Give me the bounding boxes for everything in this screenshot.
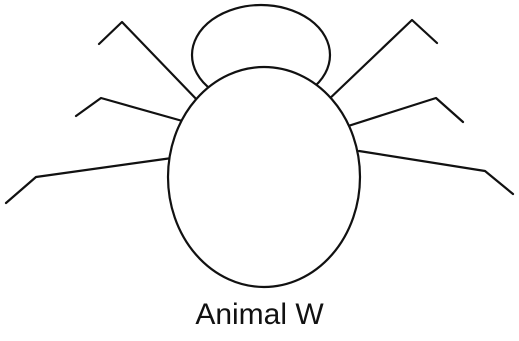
leg-left-upper xyxy=(99,22,200,103)
leg-right-middle xyxy=(345,98,463,127)
leg-right-upper xyxy=(325,20,437,103)
figure-caption: Animal W xyxy=(0,298,519,332)
spider-abdomen xyxy=(168,67,360,287)
leg-right-lower xyxy=(359,151,513,194)
leg-left-lower xyxy=(6,158,172,203)
leg-left-middle xyxy=(76,98,186,122)
